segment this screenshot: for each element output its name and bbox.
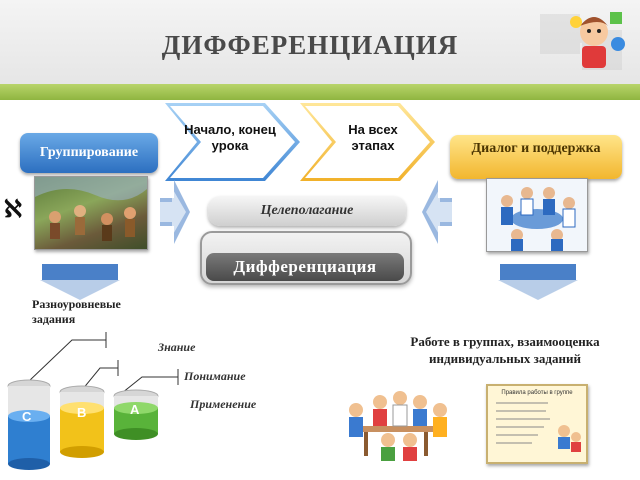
multilevel-tasks-label: Разноуровневые задания [32, 297, 121, 326]
cylinder-c-label: C [22, 409, 32, 424]
arrow-left-to-center [160, 180, 190, 244]
level-application: Применение [190, 397, 257, 411]
cylinder-c [7, 379, 51, 470]
grouping-photo [34, 176, 148, 250]
level-knowledge: Знание [158, 340, 196, 354]
dialog-photo [486, 178, 588, 252]
page-title: ДИФФЕРЕНЦИАЦИЯ [161, 30, 459, 60]
green-divider-bar [0, 84, 640, 100]
goal-setting-box: Целеполагание [208, 196, 406, 226]
dialog-support-box: Диалог и поддержка [450, 135, 622, 179]
group-work-photo [338, 380, 454, 464]
group-rules-card: Правила работы в группе [486, 384, 588, 464]
group-rules-card-title: Правила работы в группе [501, 390, 573, 396]
chevron-all-stages [300, 103, 435, 181]
arrow-right-to-center [422, 180, 452, 244]
differentiation-label: Дифференциация [206, 253, 404, 281]
title-band [0, 0, 640, 84]
arrow-down-left [40, 264, 120, 300]
cylinder-a [113, 389, 159, 440]
cylinder-b-label: B [77, 405, 87, 420]
chevron-all-stages-label: На всех этапах [348, 122, 398, 153]
levels-bracket-lines [27, 332, 119, 391]
cylinder-a-label: A [130, 402, 140, 417]
group-work-label: Работе в группах, взаимооценка индивидуа… [410, 334, 600, 366]
cartoon-character-icon [570, 12, 625, 68]
cylinder-b [59, 385, 105, 458]
chevron-start [165, 103, 300, 181]
rules-list-lines [496, 402, 581, 452]
grouping-box: Группирование [20, 133, 158, 173]
chevron-start-label: Начало, конец урока [184, 122, 276, 153]
level-understanding: Понимание [184, 369, 246, 383]
film-strip-icon: ℵ [4, 196, 22, 223]
arrow-down-right [498, 264, 578, 300]
levels-bracket-lines-2 [121, 369, 179, 394]
